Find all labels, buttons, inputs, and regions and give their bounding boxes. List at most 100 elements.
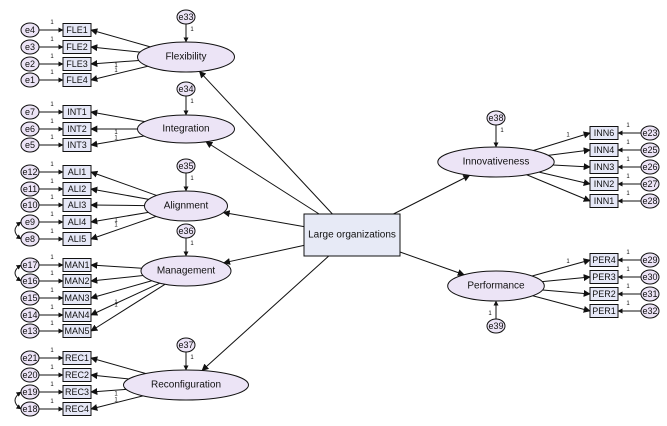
error-term-label: e38 — [488, 113, 503, 123]
error-term-label: e20 — [22, 370, 37, 380]
path-weight-label: 1 — [114, 218, 118, 224]
error-term-e34 — [176, 81, 196, 97]
indicator-box-ali3 — [62, 198, 92, 212]
error-term-label: e11 — [23, 184, 37, 194]
error-term-e1 — [20, 72, 40, 88]
indicator-box-int1 — [62, 105, 92, 119]
error-term-e12 — [20, 164, 40, 180]
path-weight-label: 1 — [488, 311, 492, 317]
loading-arrow — [90, 28, 151, 48]
indicator-box-inn2 — [589, 177, 619, 191]
path-weight-label: 1 — [50, 162, 54, 168]
loading-arrow — [548, 147, 591, 156]
path-weight-label: 1 — [114, 300, 118, 306]
path-weight-label: 1 — [50, 20, 54, 26]
path-weight-label: 1 — [50, 135, 54, 141]
indicator-label: PER3 — [592, 272, 616, 282]
indicator-box-man5 — [62, 324, 92, 338]
loading-arrow — [90, 109, 145, 123]
indicator-label: ALI5 — [68, 234, 87, 244]
error-term-e11 — [20, 181, 40, 197]
path-weight-label: 1 — [626, 250, 630, 256]
error-term-label: e13 — [22, 326, 37, 336]
error-term-label: e16 — [22, 276, 37, 286]
loading-arrow — [90, 44, 141, 53]
latent-label: Performance — [467, 281, 525, 292]
error-term-e8 — [20, 231, 40, 247]
indicator-label: ALI1 — [68, 167, 87, 177]
indicator-box-per2 — [589, 287, 619, 301]
path-weight-label: 1 — [114, 130, 118, 136]
error-term-e31 — [640, 286, 660, 302]
error-term-label: e35 — [178, 161, 193, 171]
error-term-e26 — [640, 159, 660, 175]
latent-innovativeness — [437, 146, 555, 178]
error-term-label: e2 — [25, 59, 35, 69]
error-term-e4 — [20, 22, 40, 38]
indicator-box-man4 — [62, 308, 92, 322]
indicator-box-int2 — [62, 122, 92, 136]
loading-arrow — [90, 215, 157, 241]
error-term-e16 — [20, 273, 40, 289]
path-weight-label: 1 — [50, 195, 54, 201]
error-term-e23 — [640, 125, 660, 141]
structural-arrow — [222, 210, 305, 228]
loading-arrow — [90, 261, 142, 269]
indicator-label: ALI4 — [68, 217, 87, 227]
path-weight-label: 1 — [190, 241, 194, 247]
path-weight-label: 1 — [50, 37, 54, 43]
error-term-e28 — [640, 193, 660, 209]
covariance-arrow — [14, 264, 22, 282]
error-term-label: e27 — [642, 179, 657, 189]
path-weight-label: 1 — [50, 179, 54, 185]
indicator-label: PER1 — [592, 306, 616, 316]
path-weight-label: 1 — [190, 27, 194, 33]
latent-label: Alignment — [164, 201, 209, 212]
path-weight-label: 1 — [626, 301, 630, 307]
indicator-box-per4 — [589, 253, 619, 267]
indicator-box-per1 — [589, 304, 619, 318]
indicator-box-fle4 — [62, 73, 92, 87]
latent-alignment — [144, 190, 228, 222]
path-weight-label: 1 — [50, 229, 54, 235]
error-term-label: e5 — [25, 140, 35, 150]
latent-label: Flexibility — [165, 52, 206, 63]
structural-arrow — [201, 255, 330, 371]
path-weight-label: 1 — [50, 70, 54, 76]
path-weight-label: 1 — [50, 212, 54, 218]
error-term-e30 — [640, 269, 660, 285]
structural-arrow — [399, 251, 465, 276]
loading-arrow — [542, 274, 591, 283]
error-term-e18 — [20, 401, 40, 417]
indicator-label: ALI3 — [68, 200, 87, 210]
central-construct-label: Large organizations — [308, 230, 396, 241]
error-term-label: e8 — [25, 234, 35, 244]
latent-performance — [447, 270, 545, 302]
indicator-box-fle1 — [62, 23, 92, 37]
latent-flexibility — [137, 41, 235, 73]
latent-reconfiguration — [123, 369, 249, 401]
path-weight-label: 1 — [50, 365, 54, 371]
path-weight-label: 1 — [500, 128, 504, 134]
loading-arrow — [90, 186, 149, 200]
indicator-box-inn4 — [589, 143, 619, 157]
indicator-label: MAN4 — [64, 310, 89, 320]
path-weight-label: 1 — [50, 271, 54, 277]
latent-label: Innovativeness — [463, 157, 530, 168]
path-weight-label: 1 — [50, 255, 54, 261]
error-term-label: e9 — [25, 217, 35, 227]
path-weight-label: 1 — [626, 140, 630, 146]
error-term-label: e31 — [642, 289, 657, 299]
path-weight-label: 1 — [50, 119, 54, 125]
indicator-label: PER2 — [592, 289, 616, 299]
indicator-label: MAN1 — [64, 260, 89, 270]
loading-arrow — [90, 282, 160, 316]
indicator-box-ali1 — [62, 165, 92, 179]
error-term-label: e21 — [22, 353, 37, 363]
loading-arrow — [90, 135, 145, 148]
error-term-label: e1 — [25, 75, 35, 85]
error-term-label: e3 — [25, 42, 35, 52]
path-arrows — [14, 24, 641, 412]
path-weight-label: 1 — [190, 176, 194, 182]
